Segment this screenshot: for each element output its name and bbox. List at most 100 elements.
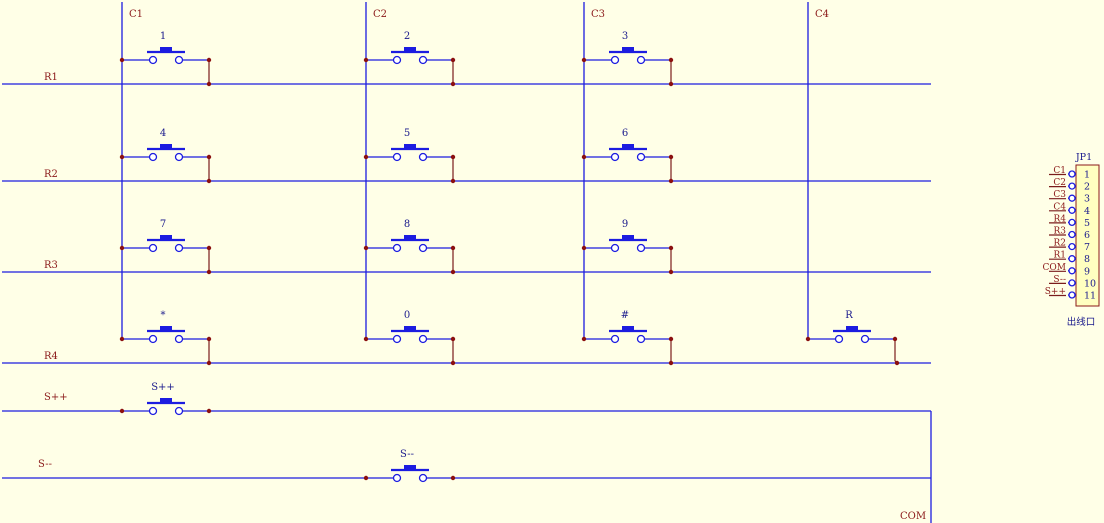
junction-dot [206,81,212,87]
push-button-switch: 0 [363,310,456,344]
junction-dot [450,360,456,366]
switch-actuator-knob [404,326,416,331]
switch-contact [610,334,620,344]
switch-actuator-knob [404,47,416,52]
push-button-switch: # [581,310,674,344]
switch-contact [636,55,646,65]
switch-label: 3 [622,31,628,42]
pin-number: 1 [1084,170,1090,181]
switch-actuator-knob [622,47,634,52]
pin-net-label: R2 [1053,239,1066,249]
row-label: R4 [44,351,58,362]
junction-dot [206,336,212,342]
junction-dot [450,245,456,251]
switch-actuator-knob [160,326,172,331]
junction-dot [119,57,125,63]
connector-pin: 3C3 [1049,190,1090,205]
pin-number: 10 [1084,278,1096,289]
junction-dot [119,154,125,160]
junction-dot [363,475,369,481]
pin-net-label: C3 [1053,190,1066,200]
switch-label: 6 [622,128,628,139]
junction-dot [668,154,674,160]
switch-contact [174,243,184,253]
junction-dot [892,336,898,342]
switch-label: R [845,310,853,321]
switch-label: 0 [404,310,410,321]
connector-pin: 8R1 [1049,251,1090,265]
switch-actuator-knob [160,235,172,240]
junction-dot [668,269,674,275]
junction-dot [450,336,456,342]
row-label: R3 [44,260,58,271]
push-button-switch: 1 [119,31,212,65]
switch-label: 1 [160,31,166,42]
switch-contact [392,152,402,162]
pin-number: 8 [1084,254,1090,265]
push-button-switch: S++ [119,382,212,416]
push-button-switch: 3 [581,31,674,65]
junction-dot [581,336,587,342]
pin-net-label: R3 [1053,227,1066,237]
switch-label: 4 [160,128,166,139]
switch-contact [834,334,844,344]
row-label: R2 [44,169,58,180]
switch-contact [148,152,158,162]
switch-contact [418,152,428,162]
connector-pin: 4C4 [1049,202,1090,217]
switch-actuator-knob [622,144,634,149]
switch-contact [148,243,158,253]
switch-contact [148,334,158,344]
switch-actuator-knob [160,144,172,149]
connector-pin: 11S++ [1045,287,1096,302]
connector-pin: 2C2 [1049,178,1090,193]
connector-pin: 7R2 [1049,239,1090,253]
switch-contact [392,55,402,65]
junction-dot [668,81,674,87]
pin-terminal [1068,291,1076,299]
push-button-switch: S-- [363,449,456,483]
push-button-switch: 2 [363,31,456,65]
push-button-switch: 5 [363,128,456,162]
push-button-switch: 9 [581,219,674,253]
switch-label: 5 [404,128,410,139]
switch-contact [610,152,620,162]
aux-net-label: S++ [44,392,68,403]
pin-net-label: R4 [1053,214,1066,224]
column-label: C2 [373,9,387,20]
junction-dot [668,245,674,251]
switch-contact [418,473,428,483]
junction-dot [581,57,587,63]
pin-net-label: S++ [1045,287,1066,297]
switch-contact [636,243,646,253]
switch-label: * [161,310,166,321]
connector-jp1: JP11C12C23C34C45R46R37R28R19COM10S--11S+… [1043,152,1100,328]
junction-dot [450,81,456,87]
connector-pin: 10S-- [1049,275,1096,289]
pin-number: 5 [1084,218,1090,229]
junction-dot [206,154,212,160]
junction-dot [206,57,212,63]
junction-dot [581,245,587,251]
pin-terminal [1068,267,1076,275]
switch-label: # [621,310,629,321]
pin-terminal [1068,218,1076,227]
pin-terminal [1068,230,1076,239]
switch-label: 2 [404,31,410,42]
switch-contact [392,473,402,483]
junction-dot [668,336,674,342]
column-label: C3 [591,9,605,20]
switch-contact [148,55,158,65]
junction-dot [206,360,212,366]
switch-contact [418,243,428,253]
switch-contact [610,55,620,65]
aux-net-label: S-- [38,459,52,470]
pin-number: 6 [1084,230,1090,241]
connector-pin: 1C1 [1049,166,1090,181]
junction-dot [119,245,125,251]
junction-dot [805,336,811,342]
junction-dot [450,269,456,275]
junction-dot [668,360,674,366]
pin-terminal [1068,182,1076,190]
